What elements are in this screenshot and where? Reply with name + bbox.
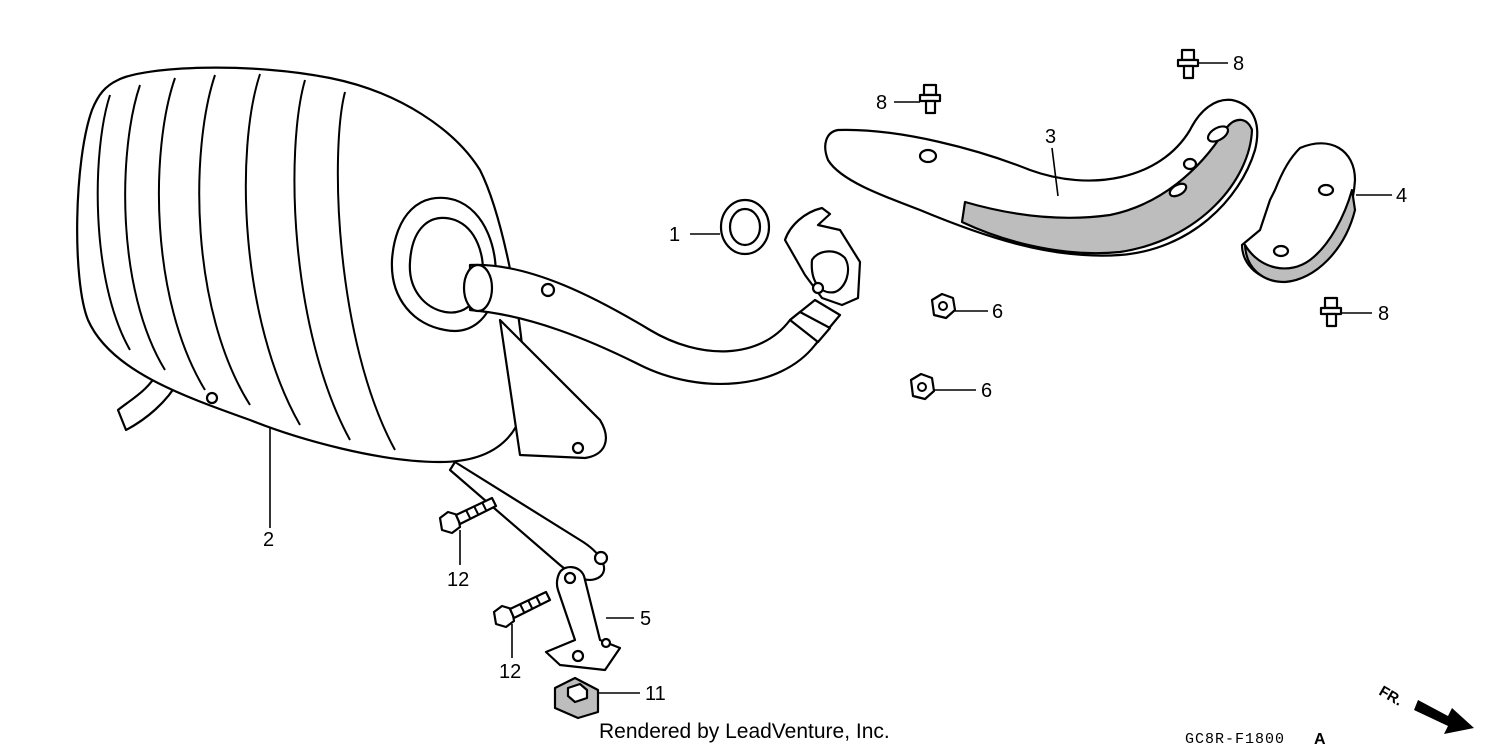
- callout-8-upper-right: 8: [1233, 53, 1244, 75]
- drawing-revision: A: [1314, 731, 1326, 748]
- arrow-icon: [1414, 700, 1474, 734]
- exhaust-pipe[interactable]: [462, 206, 862, 385]
- bolt-part-8-right[interactable]: [1319, 296, 1343, 328]
- muffler-protector-part-4[interactable]: [1240, 142, 1357, 284]
- front-direction-arrow: FR.: [1376, 683, 1474, 734]
- bracket-part-5[interactable]: [544, 566, 622, 672]
- bolt-part-8-upper-left[interactable]: [918, 83, 942, 115]
- credit-text: Rendered by LeadVenture, Inc.: [599, 720, 890, 743]
- callout-6-upper: 6: [992, 301, 1003, 323]
- callout-4: 4: [1396, 185, 1407, 207]
- gasket-part-1[interactable]: [719, 198, 771, 256]
- callout-5: 5: [640, 608, 651, 630]
- drawing-code: GC8R-F1800: [1185, 731, 1285, 748]
- callout-1: 1: [669, 224, 680, 246]
- callout-2: 2: [263, 529, 274, 551]
- rubber-part-11[interactable]: [553, 676, 600, 720]
- nut-part-6-upper[interactable]: [930, 292, 957, 320]
- callout-8-right: 8: [1378, 303, 1389, 325]
- callout-6-lower: 6: [981, 380, 992, 402]
- callout-8-upper-left: 8: [876, 92, 887, 114]
- callout-12-lower: 12: [499, 661, 521, 683]
- callout-11: 11: [645, 683, 666, 705]
- bolt-part-12-lower[interactable]: [492, 590, 552, 629]
- muffler-part-2[interactable]: [76, 66, 609, 582]
- direction-label: FR.: [1376, 683, 1405, 710]
- leader-3: [1051, 147, 1059, 197]
- bolt-part-12-upper[interactable]: [438, 496, 498, 535]
- bolt-part-8-upper-right[interactable]: [1176, 48, 1200, 80]
- callout-3: 3: [1045, 126, 1056, 148]
- pipe-protector-part-3[interactable]: [824, 98, 1259, 257]
- nut-part-6-lower[interactable]: [909, 372, 936, 401]
- callout-12-upper: 12: [447, 569, 469, 591]
